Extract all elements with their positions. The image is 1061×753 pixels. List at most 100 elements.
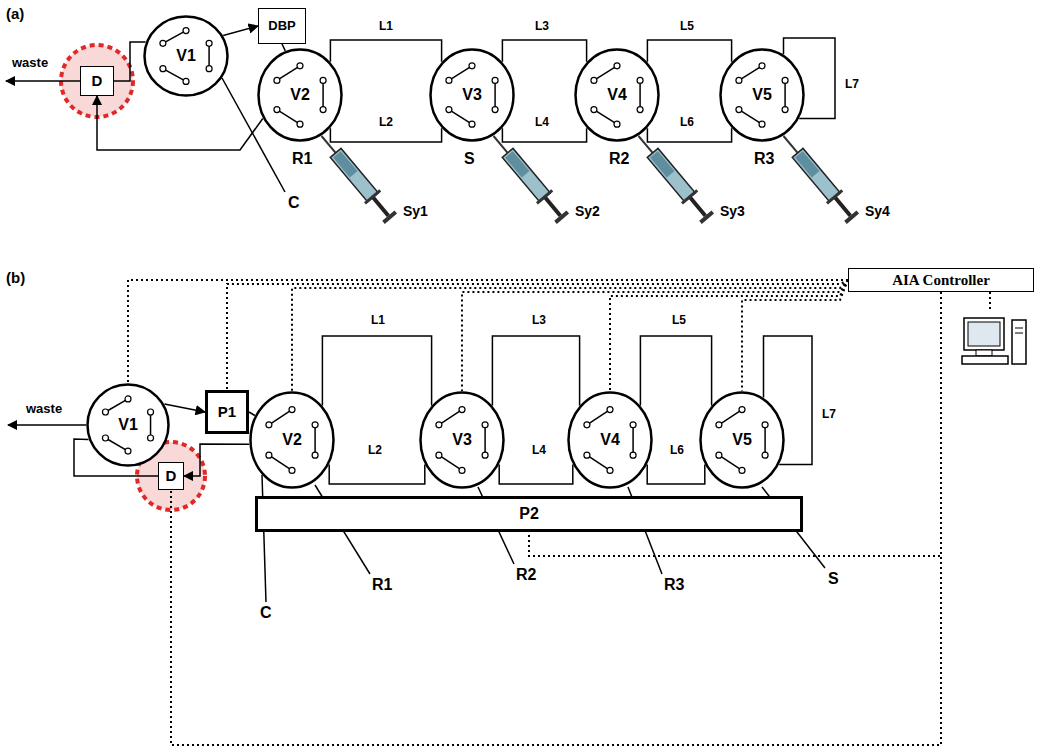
- control-line: [610, 280, 848, 391]
- flow-line: [164, 404, 205, 412]
- loop-label: L1: [377, 20, 395, 33]
- node-text: V3: [452, 431, 472, 449]
- flow-line: [329, 465, 425, 485]
- part-label: Sy2: [575, 204, 600, 219]
- flow-line: [492, 336, 579, 405]
- computer-icon: [962, 292, 1026, 364]
- node-text: P2: [519, 505, 539, 523]
- valve-node: V2: [249, 391, 335, 489]
- syringe: [631, 130, 716, 226]
- box-node: DBP: [258, 8, 306, 44]
- loop-label: L5: [678, 20, 696, 33]
- valve-node: V3: [429, 48, 515, 142]
- valve-node: V3: [419, 391, 505, 489]
- loop-label: L1: [369, 314, 387, 327]
- part-label: waste: [26, 402, 62, 416]
- node-text: V4: [600, 431, 620, 449]
- flow-line: [330, 128, 441, 142]
- valve-node: V5: [719, 48, 805, 142]
- box-node: P1: [205, 390, 249, 434]
- flow-line: [184, 444, 249, 476]
- part-label: Sy4: [865, 204, 890, 219]
- loop-label: L7: [820, 408, 838, 421]
- node-text: AIA Controller: [892, 272, 990, 289]
- node-text: V1: [118, 416, 138, 434]
- loop-label: L2: [377, 116, 395, 129]
- part-label: R2: [516, 566, 536, 584]
- flow-line: [249, 412, 255, 416]
- node-text: V5: [732, 431, 752, 449]
- part-label: S: [828, 570, 839, 588]
- part-label: C: [288, 194, 300, 212]
- part-label: S: [464, 150, 475, 168]
- part-label: waste: [12, 56, 48, 70]
- control-line: [171, 292, 941, 745]
- flow-line: [499, 465, 573, 485]
- flow-line: [647, 465, 705, 485]
- loop-label: L7: [843, 78, 861, 91]
- node-text: DBP: [268, 19, 295, 33]
- valve-node: V4: [574, 48, 660, 142]
- node-text: V1: [176, 47, 196, 65]
- part-label: Sy3: [720, 204, 745, 219]
- flow-line: [97, 96, 263, 150]
- flow-line: [282, 44, 285, 51]
- node-text: V2: [282, 431, 302, 449]
- loop-label: L4: [530, 444, 548, 457]
- waste-line: [6, 80, 80, 82]
- carrier-line: [262, 475, 266, 602]
- loop-label: L5: [670, 314, 688, 327]
- flow-line: [502, 128, 586, 142]
- syringe: [314, 130, 399, 226]
- control-line: [742, 280, 848, 391]
- loop-label: L3: [530, 314, 548, 327]
- flow-line: [330, 40, 441, 62]
- control-line: [292, 280, 848, 391]
- box-node: D: [80, 66, 114, 96]
- node-text: V5: [752, 86, 772, 104]
- node-text: D: [92, 73, 103, 90]
- valve-node: V5: [699, 391, 785, 489]
- node-text: V4: [607, 86, 627, 104]
- control-line: [128, 280, 848, 383]
- loop-label: L2: [366, 444, 384, 457]
- loop-label: L6: [668, 444, 686, 457]
- part-label: R1: [292, 150, 312, 168]
- valve-node: V4: [567, 391, 653, 489]
- part-label: Sy1: [403, 204, 428, 219]
- node-text: V3: [462, 86, 482, 104]
- control-line: [227, 280, 848, 390]
- loop-label: L6: [678, 116, 696, 129]
- valve-node: V1: [86, 383, 170, 467]
- flow-line: [223, 26, 258, 36]
- part-label: C: [260, 604, 272, 622]
- flow-line: [114, 42, 146, 81]
- part-label: R3: [664, 576, 684, 594]
- flow-line: [640, 336, 711, 405]
- node-text: D: [166, 468, 177, 485]
- waste-line: [8, 424, 86, 426]
- loop-label: L3: [533, 20, 551, 33]
- flow-line: [322, 336, 431, 405]
- part-label: R3: [754, 150, 774, 168]
- node-text: V2: [290, 86, 310, 104]
- loop-label: L4: [533, 116, 551, 129]
- flow-line: [502, 40, 586, 62]
- box-node: P2: [255, 496, 803, 532]
- part-label: (a): [6, 6, 24, 23]
- valve-node: V1: [143, 15, 229, 97]
- box-node: D: [158, 462, 184, 490]
- valve-node: V2: [257, 48, 343, 142]
- control-line: [462, 280, 848, 391]
- flow-line: [647, 40, 731, 62]
- syringe: [776, 130, 861, 226]
- part-label: R2: [609, 150, 629, 168]
- part-label: R1: [372, 576, 392, 594]
- box-node: AIA Controller: [848, 268, 1034, 292]
- node-text: P1: [218, 404, 236, 421]
- flow-line: [647, 128, 731, 142]
- syringe: [486, 130, 571, 226]
